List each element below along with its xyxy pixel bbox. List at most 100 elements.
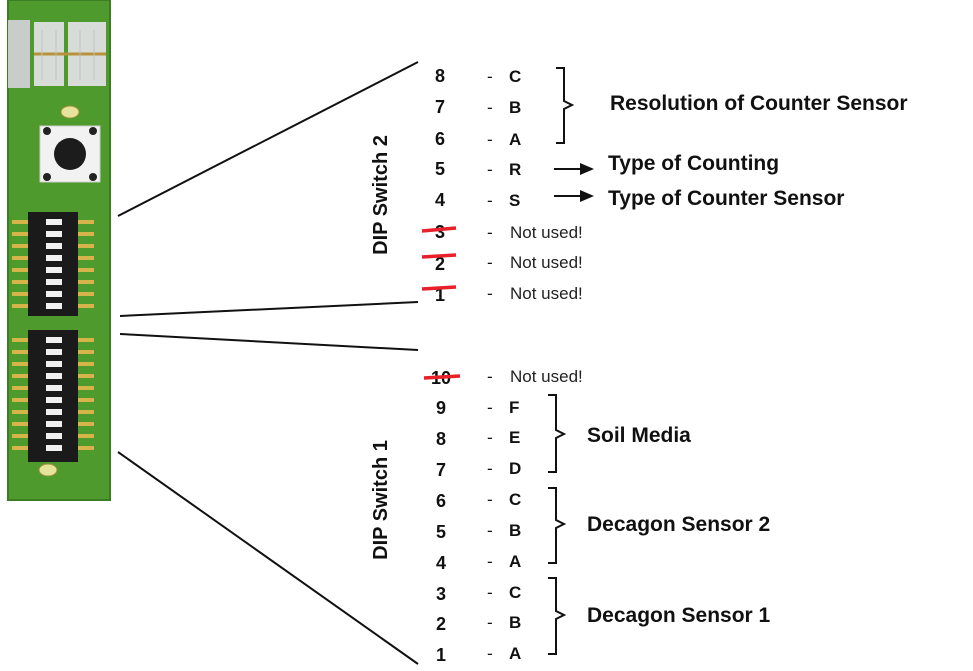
dip-pin	[78, 350, 94, 354]
dip-slot	[46, 445, 62, 451]
pin-number: 3	[435, 222, 445, 242]
decagon-sensor-2-label: Decagon Sensor 2	[587, 513, 770, 536]
switch2-row-unused: 1 - Not used!	[421, 284, 583, 305]
dip-pin	[12, 220, 28, 224]
dip-pin	[78, 244, 94, 248]
dip-switch-1-slots	[46, 337, 62, 451]
top-connector	[8, 20, 106, 88]
soil-media-label: Soil Media	[587, 424, 691, 447]
decagon-sensor-1-label: Decagon Sensor 1	[587, 604, 771, 627]
dip-slot	[46, 243, 62, 249]
dip-slot	[46, 337, 62, 343]
switch1-row: 7 - D	[436, 459, 521, 480]
strike-mark	[421, 253, 457, 259]
dip-slot	[46, 349, 62, 355]
pin-number: 5	[435, 159, 445, 179]
pin-number: 7	[435, 97, 445, 117]
dip-pin	[78, 232, 94, 236]
type-of-counter-sensor-label: Type of Counter Sensor	[608, 187, 844, 210]
bit-letter: A	[509, 644, 521, 663]
switch2-row: 7 - B	[435, 97, 521, 117]
dash: -	[487, 428, 493, 447]
push-button-component	[39, 125, 101, 183]
pin-number: 7	[436, 460, 446, 480]
strike-mark	[423, 374, 461, 380]
dip-pin	[12, 386, 28, 390]
dash: -	[487, 552, 493, 571]
dip-pin	[12, 304, 28, 308]
switch1-row: 6 - C	[436, 490, 521, 511]
dip-pin	[12, 292, 28, 296]
pcb-board	[7, 0, 111, 501]
dip-pin	[78, 398, 94, 402]
dip-pin	[78, 268, 94, 272]
dip-switch-2-pins	[12, 220, 94, 308]
dip-pin	[12, 362, 28, 366]
dip-pin	[12, 446, 28, 450]
dip-pin	[78, 220, 94, 224]
dip-pin	[78, 410, 94, 414]
switch1-row-unused: 10 - Not used!	[423, 367, 583, 388]
switch2-row: 5 - R	[435, 159, 521, 179]
not-used-note: Not used!	[510, 284, 583, 303]
dip-pin	[12, 374, 28, 378]
dip-pin	[78, 338, 94, 342]
pin-number: 4	[435, 190, 445, 210]
zoom-line-2	[119, 301, 419, 317]
dip-slot	[46, 397, 62, 403]
switch2-row-unused: 3 - Not used!	[421, 222, 583, 242]
dash: -	[487, 583, 493, 602]
dip-slot	[46, 421, 62, 427]
bit-letter: E	[509, 428, 520, 447]
switch1-row: 9 - F	[436, 398, 519, 418]
dash: -	[487, 644, 493, 663]
dip-switch-1-component	[12, 330, 94, 462]
switch1-row: 5 - B	[436, 521, 521, 542]
dash: -	[487, 490, 493, 509]
dip-slot	[46, 303, 62, 309]
dash: -	[487, 160, 493, 179]
dash: -	[487, 191, 493, 210]
switch1-row: 2 - B	[436, 613, 521, 634]
pin-number: 2	[436, 614, 446, 634]
zoom-line-3	[119, 333, 419, 351]
soil-media-brace	[548, 394, 567, 473]
switch2-row-unused: 2 - Not used!	[421, 253, 583, 274]
dash: -	[487, 253, 493, 272]
pcb-edge	[7, 0, 111, 501]
pin-number: 1	[435, 285, 445, 305]
dip-slot	[46, 279, 62, 285]
dip-pin	[78, 280, 94, 284]
dip-slot	[46, 219, 62, 225]
pin-number: 6	[436, 491, 446, 511]
pin-number: 3	[436, 584, 446, 604]
dip-switch-2-slots	[46, 219, 62, 309]
switch2-row: 8 - C	[435, 66, 521, 86]
bit-letter: F	[509, 398, 519, 417]
dash: -	[487, 130, 493, 149]
switch2-row: 6 - A	[435, 129, 521, 149]
dip-slot	[46, 409, 62, 415]
dip-pin	[12, 256, 28, 260]
dip-pin	[78, 256, 94, 260]
dip-slot	[46, 433, 62, 439]
bit-letter: A	[509, 130, 521, 149]
pin-number: 1	[436, 645, 446, 665]
dash: -	[487, 521, 493, 540]
dip-switch-2-rows: 8 - C 7 - B 6 - A 5 - R 4 - S 3 - Not us…	[421, 66, 583, 305]
pin-number: 8	[435, 66, 445, 86]
not-used-note: Not used!	[510, 223, 583, 242]
pin-number: 8	[436, 429, 446, 449]
pin-number: 2	[435, 254, 445, 274]
dash: -	[487, 398, 493, 417]
bit-letter: C	[509, 490, 521, 509]
dip-pin	[78, 446, 94, 450]
not-used-note: Not used!	[510, 253, 583, 272]
dip-switch-1-title: DIP Switch 1	[370, 440, 392, 560]
dip-pin	[12, 280, 28, 284]
dip-pin	[78, 386, 94, 390]
dip-slot	[46, 385, 62, 391]
pin-number: 9	[436, 398, 446, 418]
